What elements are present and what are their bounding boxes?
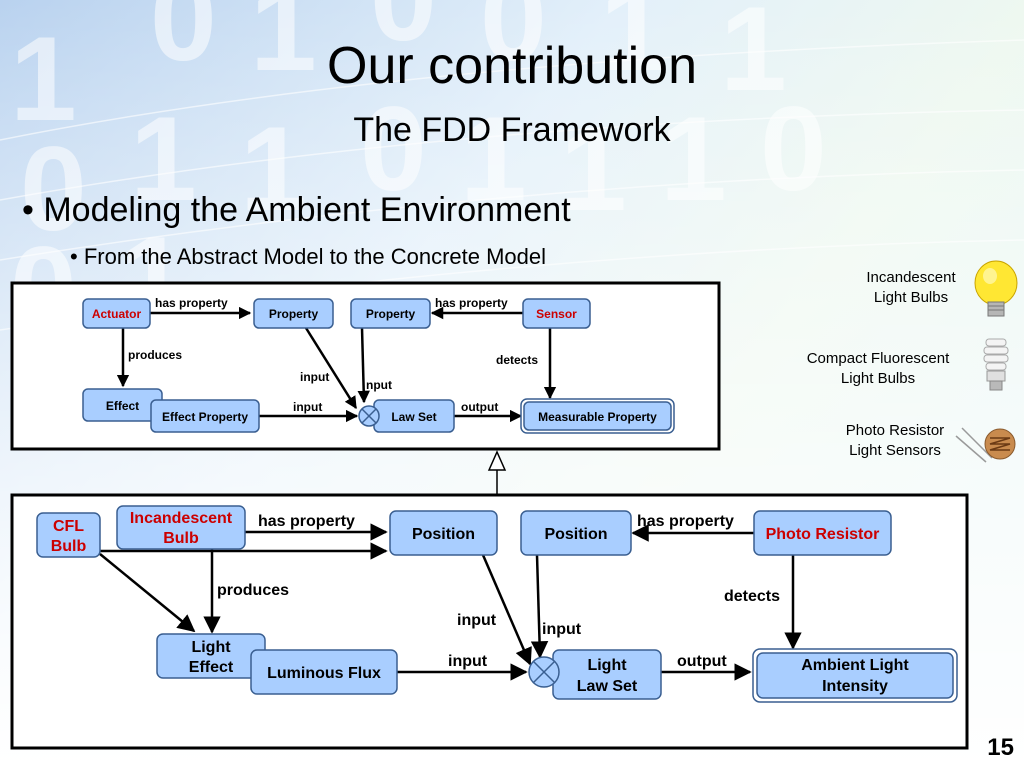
- concrete-edge-labels: has property has property produces detec…: [217, 513, 780, 670]
- legend-photoresistor: Photo Resistor Light Sensors: [830, 421, 960, 461]
- junction-icon: [358, 405, 380, 427]
- node-effect-property[interactable]: Effect Property: [150, 399, 260, 433]
- legend-photoresistor-line2: Light Sensors: [849, 442, 941, 459]
- legend-photoresistor-line1: Photo Resistor: [845, 422, 945, 439]
- node-effect-property-label: Effect Property: [162, 410, 248, 424]
- node-photo-resistor-label: Photo Resistor: [766, 526, 880, 543]
- node-light-effect-line2: Effect: [189, 659, 234, 676]
- node-incandescent-bulb-line1: Incandescent: [130, 510, 233, 527]
- label-output: output: [461, 400, 498, 414]
- node-ambient-light-intensity-line1: Ambient Light: [801, 657, 909, 674]
- node-ambient-light-intensity-line2: Intensity: [822, 678, 888, 695]
- label-output: output: [677, 653, 727, 670]
- photo-resistor-icon: [955, 427, 1016, 463]
- legend-incandescent-line1: Incandescent: [866, 269, 956, 286]
- legend-cfl: Compact Fluorescent Light Bulbs: [790, 349, 966, 389]
- label-detects: detects: [724, 588, 780, 605]
- label-input: nput: [366, 378, 392, 392]
- node-actuator[interactable]: Actuator: [82, 298, 151, 329]
- abstract-edge-labels: has property has property produces detec…: [128, 296, 538, 414]
- legend-cfl-line1: Compact Fluorescent: [806, 350, 950, 367]
- node-incandescent-bulb-line2: Bulb: [163, 530, 199, 547]
- node-property-right[interactable]: Property: [350, 298, 431, 329]
- bullet-sub: • From the Abstract Model to the Concret…: [70, 244, 547, 269]
- node-light-law-set-line1: Light: [587, 657, 627, 674]
- node-measurable-property[interactable]: Measurable Property: [520, 398, 675, 434]
- slide-subtitle: The FDD Framework: [353, 111, 671, 149]
- bullet-main: • Modeling the Ambient Environment: [22, 191, 571, 229]
- cfl-bulb-icon: [983, 338, 1009, 391]
- label-input: input: [300, 370, 329, 384]
- slide-title: Our contribution: [327, 37, 697, 95]
- legend-incandescent-line2: Light Bulbs: [873, 289, 949, 306]
- node-cfl-bulb[interactable]: CFL Bulb: [36, 512, 101, 558]
- node-luminous-flux-label: Luminous Flux: [267, 665, 381, 682]
- node-actuator-label: Actuator: [92, 307, 142, 321]
- label-input: input: [457, 612, 497, 629]
- node-photo-resistor[interactable]: Photo Resistor: [753, 510, 892, 556]
- legend-cfl-line2: Light Bulbs: [840, 370, 916, 387]
- incandescent-bulb-icon: [974, 260, 1018, 317]
- node-property-right-label: Property: [366, 307, 416, 321]
- label-has-property: has property: [435, 296, 508, 310]
- node-light-effect-line1: Light: [191, 639, 231, 656]
- abstract-edges: [116, 306, 557, 423]
- node-sensor-label: Sensor: [536, 307, 577, 321]
- node-luminous-flux[interactable]: Luminous Flux: [250, 649, 398, 695]
- page-number: 15: [987, 734, 1014, 761]
- label-has-property: has property: [258, 513, 355, 530]
- label-input: input: [293, 400, 322, 414]
- label-produces: produces: [217, 582, 289, 599]
- junction-icon: [528, 656, 560, 688]
- node-law-set-label: Law Set: [391, 410, 436, 424]
- node-position-right-label: Position: [544, 526, 607, 543]
- label-input: input: [542, 621, 582, 638]
- node-position-right[interactable]: Position: [520, 510, 632, 556]
- node-position-left[interactable]: Position: [389, 510, 498, 556]
- node-light-effect[interactable]: Light Effect: [156, 633, 266, 679]
- node-position-left-label: Position: [412, 526, 475, 543]
- node-cfl-bulb-line1: CFL: [53, 518, 84, 535]
- node-effect[interactable]: Effect: [82, 388, 163, 422]
- concrete-edges: [99, 523, 802, 681]
- node-sensor[interactable]: Sensor: [522, 298, 591, 329]
- label-has-property: has property: [637, 513, 734, 530]
- label-input: input: [448, 653, 488, 670]
- node-cfl-bulb-line2: Bulb: [51, 538, 87, 555]
- node-property-left-label: Property: [269, 307, 319, 321]
- legend-incandescent: Incandescent Light Bulbs: [846, 268, 976, 308]
- label-has-property: has property: [155, 296, 228, 310]
- refinement-arrow-icon: [487, 450, 507, 494]
- node-incandescent-bulb[interactable]: Incandescent Bulb: [116, 505, 246, 550]
- node-light-law-set-line2: Law Set: [577, 678, 638, 695]
- node-light-law-set[interactable]: Light Law Set: [552, 649, 662, 700]
- node-measurable-property-label: Measurable Property: [538, 410, 657, 424]
- node-effect-label: Effect: [106, 399, 139, 413]
- label-detects: detects: [496, 353, 538, 367]
- label-produces: produces: [128, 348, 182, 362]
- node-law-set[interactable]: Law Set: [373, 399, 455, 433]
- node-property-left[interactable]: Property: [253, 298, 334, 329]
- node-ambient-light-intensity[interactable]: Ambient Light Intensity: [752, 648, 958, 703]
